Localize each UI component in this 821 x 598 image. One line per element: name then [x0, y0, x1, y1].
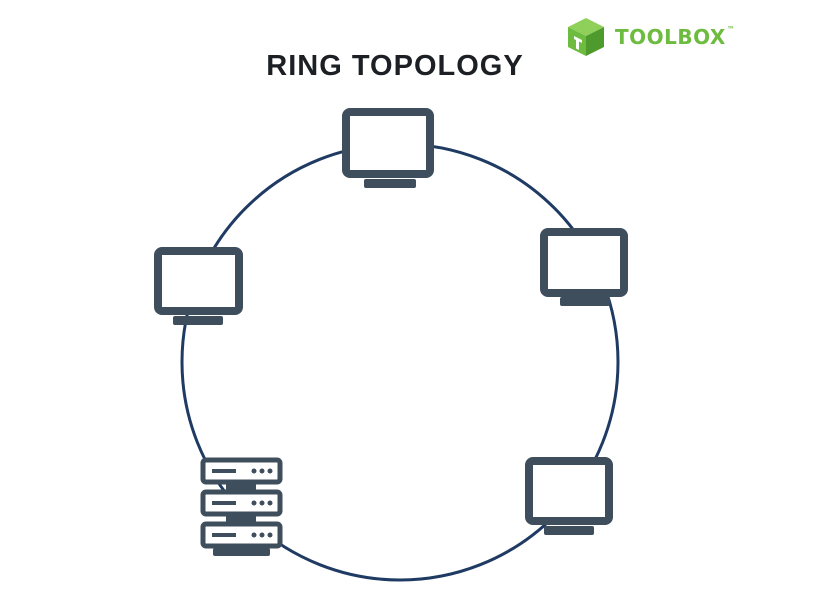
monitor-icon — [154, 247, 243, 325]
server-rack-icon — [200, 457, 283, 556]
trademark-mark: ™ — [726, 25, 736, 34]
monitor-icon — [525, 457, 613, 535]
computer-left — [154, 247, 243, 325]
toolbox-brand: TOOLBOX™ — [565, 16, 735, 58]
computer-top — [342, 108, 434, 188]
monitor-icon — [342, 108, 434, 188]
computer-right — [540, 228, 628, 306]
toolbox-cube-icon — [568, 18, 604, 56]
diagram-title: RING TOPOLOGY — [266, 50, 524, 82]
brand-name: TOOLBOX™ — [615, 25, 736, 49]
monitor-icon — [540, 228, 628, 306]
computer-bottom-right — [525, 457, 613, 535]
server-rack — [200, 457, 283, 556]
